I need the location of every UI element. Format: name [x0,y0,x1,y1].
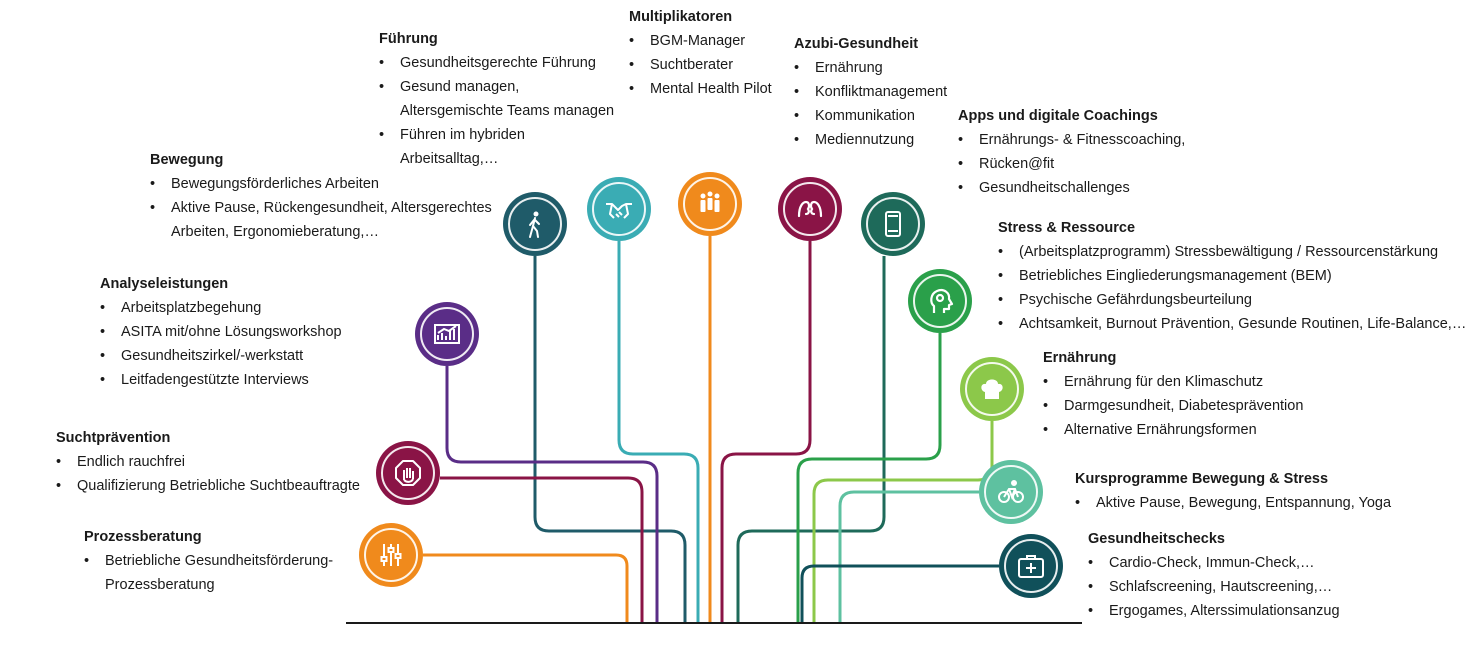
item-list: Ernährungs- & Fitnesscoaching,Rücken@fit… [958,128,1185,200]
category-title: Suchtprävention [56,430,171,446]
category-title: Führung [379,31,438,47]
category-title: Azubi-Gesundheit [794,36,919,52]
branch-azubi [720,241,812,623]
list-item: Gesundheitsgerechte Führung [379,51,614,75]
head-profile-icon [908,269,972,333]
category-title: Stress & Ressource [998,220,1136,236]
category-azubi: Azubi-Gesundheit ErnährungKonfliktmanage… [794,32,947,152]
category-title: Apps und digitale Coachings [958,108,1158,124]
item-list: ArbeitsplatzbegehungASITA mit/ohne Lösun… [100,296,342,392]
stop-hand-icon [376,441,440,505]
list-item: Ernährung [794,56,947,80]
list-item: ASITA mit/ohne Lösungsworkshop [100,320,342,344]
category-title: Analyseleistungen [100,276,229,292]
list-item: Cardio-Check, Immun-Check,… [1088,551,1340,575]
item-list: Gesundheitsgerechte FührungGesund manage… [379,51,614,171]
list-item: Bewegungsförderliches Arbeiten [150,172,492,196]
list-item: Gesundheitschallenges [958,176,1185,200]
category-bewegung: Bewegung Bewegungsförderliches ArbeitenA… [150,148,492,244]
list-item: Konfliktmanagement [794,80,947,104]
list-item: Suchtberater [629,53,772,77]
list-item: Gesund managen,Altersgemischte Teams man… [379,75,614,123]
branch-stress [796,333,942,623]
item-list: Endlich rauchfreiQualifizierung Betriebl… [56,450,360,498]
list-item: Mediennutzung [794,128,947,152]
category-fuehrung: Führung Gesundheitsgerechte FührungGesun… [379,27,614,171]
branch-apps [736,256,886,623]
smartphone-icon [861,192,925,256]
list-item: Arbeitsplatzbegehung [100,296,342,320]
list-item: Schlafscreening, Hautscreening,… [1088,575,1340,599]
two-faces-icon [778,177,842,241]
category-stress: Stress & Ressource (Arbeitsplatzprogramm… [998,216,1466,336]
category-apps: Apps und digitale Coachings Ernährungs- … [958,104,1185,200]
list-item: Ernährung für den Klimaschutz [1043,370,1303,394]
category-title: Gesundheitschecks [1088,531,1225,547]
list-item: Mental Health Pilot [629,77,772,101]
category-title: Multiplikatoren [629,9,733,25]
category-analyse: Analyseleistungen ArbeitsplatzbegehungAS… [100,272,342,392]
list-item: Ergogames, Alterssimulationsanzug [1088,599,1340,623]
category-title: Bewegung [150,152,224,168]
item-list: ErnährungKonfliktmanagementKommunikation… [794,56,947,152]
branch-analyse [445,366,659,623]
category-sucht: Suchtprävention Endlich rauchfreiQualifi… [56,426,360,498]
list-item: Aktive Pause, Rückengesundheit, Altersge… [150,196,492,244]
analytics-chart-icon [415,302,479,366]
list-item: Gesundheitszirkel/-werkstatt [100,344,342,368]
branch-bewegung [617,241,700,623]
branch-kurs [838,490,979,623]
handshake-icon [587,177,651,241]
chef-hat-icon [960,357,1024,421]
sliders-icon [359,523,423,587]
list-item: Betriebliche Gesundheitsförderung-Prozes… [84,549,333,597]
category-checks: Gesundheitschecks Cardio-Check, Immun-Ch… [1088,527,1340,623]
list-item: Kommunikation [794,104,947,128]
branch-checks [800,564,999,623]
branch-fuehrung [533,256,687,623]
list-item: Alternative Ernährungsformen [1043,418,1303,442]
category-ernaehrung: Ernährung Ernährung für den KlimaschutzD… [1043,346,1303,442]
category-kurs: Kursprogramme Bewegung & Stress Aktive P… [1075,467,1391,515]
item-list: Ernährung für den KlimaschutzDarmgesundh… [1043,370,1303,442]
list-item: Ernährungs- & Fitnesscoaching, [958,128,1185,152]
list-item: BGM-Manager [629,29,772,53]
list-item: Qualifizierung Betriebliche Suchtbeauftr… [56,474,360,498]
list-item: Psychische Gefährdungsbeurteilung [998,288,1466,312]
item-list: BGM-ManagerSuchtberaterMental Health Pil… [629,29,772,101]
branch-sucht [440,476,644,623]
walking-person-icon [503,192,567,256]
branch-prozess [423,553,629,623]
category-title: Kursprogramme Bewegung & Stress [1075,471,1329,487]
item-list: (Arbeitsplatzprogramm) Stressbewältigung… [998,240,1466,336]
list-item: Betriebliches Eingliederungsmanagement (… [998,264,1466,288]
item-list: Bewegungsförderliches ArbeitenAktive Pau… [150,172,492,244]
medical-kit-icon [999,534,1063,598]
people-group-icon [678,172,742,236]
list-item: (Arbeitsplatzprogramm) Stressbewältigung… [998,240,1466,264]
item-list: Aktive Pause, Bewegung, Entspannung, Yog… [1075,491,1391,515]
category-title: Prozessberatung [84,529,202,545]
list-item: Rücken@fit [958,152,1185,176]
bicycle-icon [979,460,1043,524]
list-item: Endlich rauchfrei [56,450,360,474]
category-title: Ernährung [1043,350,1117,366]
category-multiplikatoren: Multiplikatoren BGM-ManagerSuchtberaterM… [629,5,772,101]
list-item: Aktive Pause, Bewegung, Entspannung, Yog… [1075,491,1391,515]
category-prozess: Prozessberatung Betriebliche Gesundheits… [84,525,333,597]
list-item: Leitfadengestützte Interviews [100,368,342,392]
list-item: Führen im hybridenArbeitsalltag,… [379,123,614,171]
item-list: Cardio-Check, Immun-Check,…Schlafscreeni… [1088,551,1340,623]
list-item: Achtsamkeit, Burnout Prävention, Gesunde… [998,312,1466,336]
list-item: Darmgesundheit, Diabetesprävention [1043,394,1303,418]
item-list: Betriebliche Gesundheitsförderung-Prozes… [84,549,333,597]
